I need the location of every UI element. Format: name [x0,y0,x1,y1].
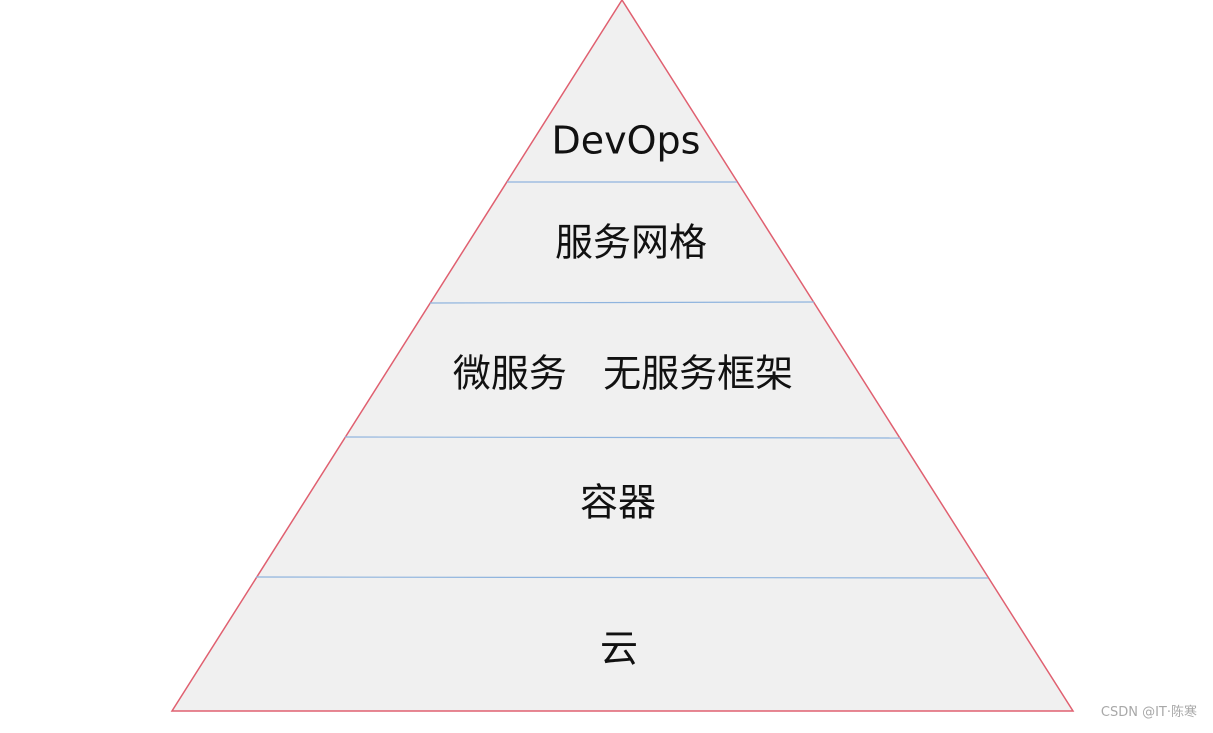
layer-label-cloud: 云 [600,627,638,671]
layer-label-microservices: 微服务 无服务框架 [453,352,793,396]
layer-label-devops: DevOps [552,119,701,163]
layer-label-service-mesh: 服务网格 [555,221,707,265]
divider-microservices-containers [344,436,901,439]
pyramid-shape [170,0,1075,712]
divider-service-mesh-microservices [429,301,815,304]
watermark-text: CSDN @IT·陈寒 [1100,705,1197,720]
layer-label-containers: 容器 [580,481,656,525]
divider-containers-cloud [255,576,989,579]
